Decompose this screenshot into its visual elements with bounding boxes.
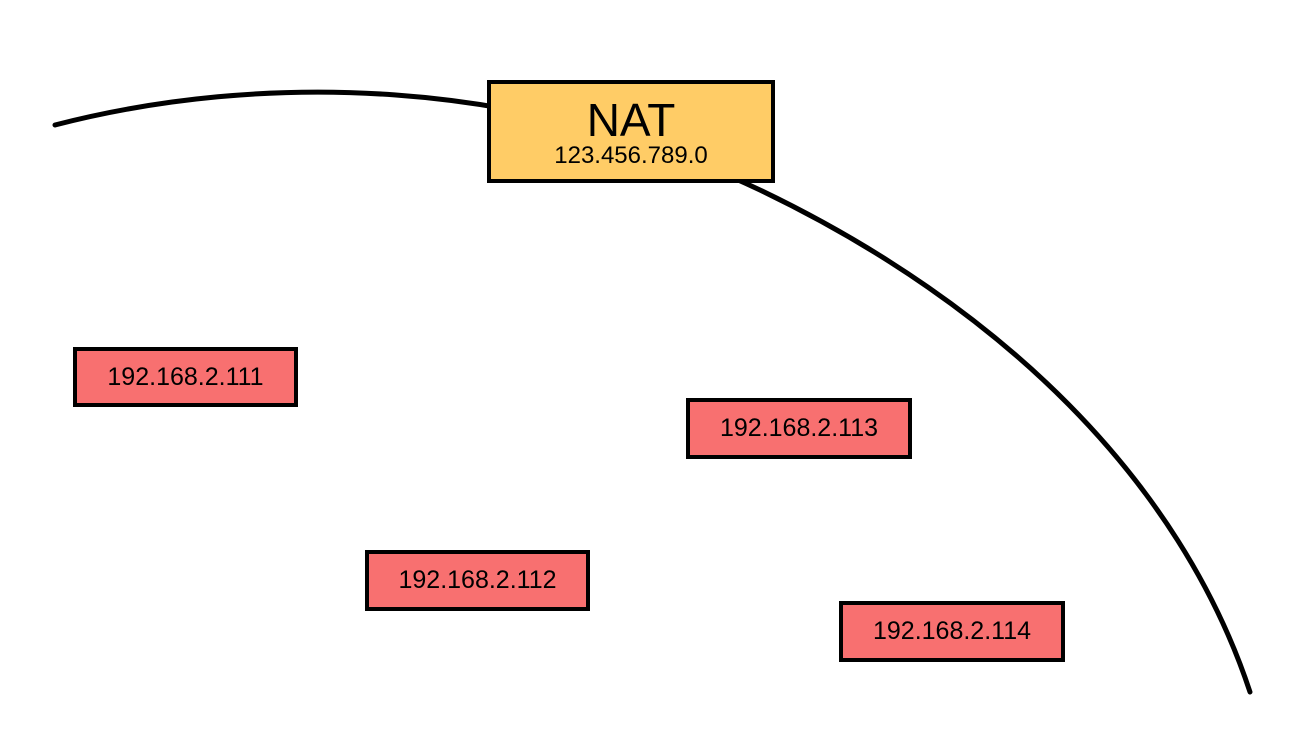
host-node-192-168-2-114: 192.168.2.114: [839, 601, 1065, 662]
host-node-192-168-2-111: 192.168.2.111: [73, 347, 298, 407]
host-node-192-168-2-112: 192.168.2.112: [365, 550, 590, 611]
host-ip: 192.168.2.114: [872, 617, 1032, 645]
host-ip: 192.168.2.113: [719, 414, 879, 442]
host-ip: 192.168.2.112: [398, 566, 557, 594]
nat-label: NAT: [586, 93, 676, 146]
host-ip: 192.168.2.111: [107, 362, 264, 391]
nat-node: NAT 123.456.789.0: [487, 80, 775, 183]
host-node-192-168-2-113: 192.168.2.113: [686, 398, 912, 459]
nat-ip: 123.456.789.0: [554, 141, 708, 169]
